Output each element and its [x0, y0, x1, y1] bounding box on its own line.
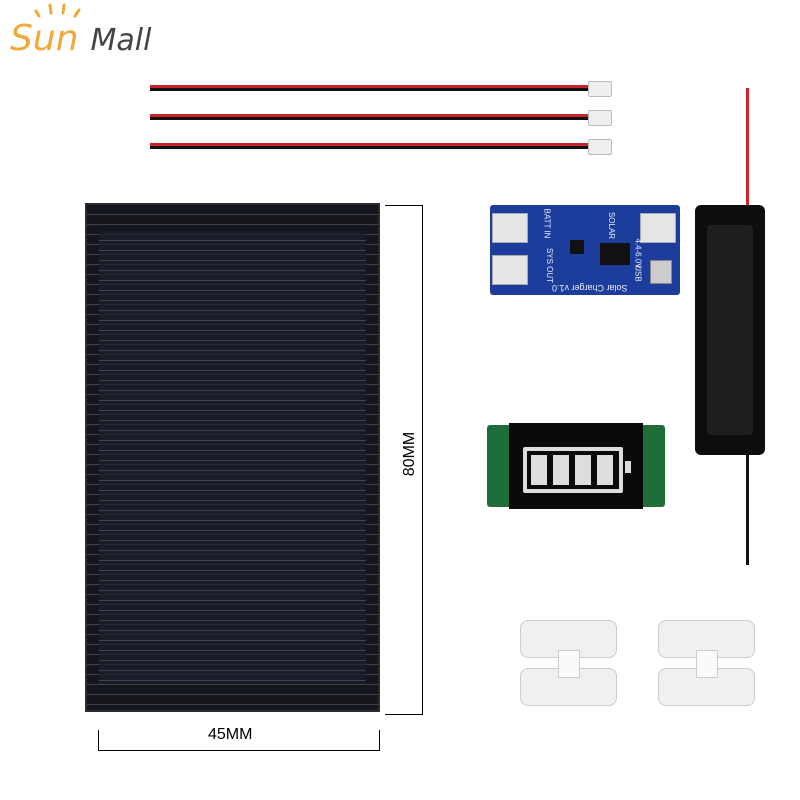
holder-red-wire	[746, 88, 749, 208]
battery-holder	[695, 205, 765, 455]
battery-level-indicator	[487, 423, 665, 509]
solar-label: SOLAR	[607, 211, 617, 240]
usb-label: USB	[633, 265, 643, 282]
dimension-tick	[385, 205, 423, 206]
batt-connector	[492, 213, 528, 243]
level-bar	[597, 455, 613, 485]
sun-rays-icon	[34, 3, 81, 18]
jst-connector-2	[588, 110, 612, 126]
jst-wire-2	[150, 114, 590, 120]
width-dimension-line	[98, 750, 380, 751]
brand-logo: Sun Mall	[10, 18, 151, 59]
height-dimension-line	[422, 205, 423, 715]
board-title: Solar Charger v1.0	[552, 283, 628, 293]
wire-clip-2	[658, 620, 755, 706]
indicator-display	[509, 423, 643, 509]
dimension-tick	[385, 714, 423, 715]
diodes	[600, 243, 630, 265]
batt-label: BATT IN	[542, 208, 552, 239]
wire-clip-1	[520, 620, 617, 706]
logo-mall-text: Mall	[90, 23, 152, 58]
jst-wire-3	[150, 143, 590, 149]
level-bar	[575, 455, 591, 485]
voltage-label: 4.4-6.0V	[633, 238, 643, 269]
battery-icon	[523, 447, 631, 493]
height-label: 80MM	[401, 431, 419, 477]
usb-port	[650, 260, 672, 284]
charger-chip	[570, 240, 584, 254]
out-label: SYS OUT	[545, 247, 555, 284]
width-label: 45MM	[208, 726, 253, 743]
jst-connector-1	[588, 81, 612, 97]
dimension-tick	[379, 730, 380, 751]
dimension-tick	[98, 730, 99, 751]
level-bar	[553, 455, 569, 485]
jst-wire-1	[150, 85, 590, 91]
solar-panel	[85, 203, 380, 712]
holder-black-wire	[746, 455, 749, 565]
solar-charger-board: Solar Charger v1.0 BATT IN SYS OUT SOLAR…	[490, 205, 680, 295]
solar-connector	[640, 213, 676, 243]
logo-sun-text: Sun	[10, 18, 79, 59]
jst-connector-3	[588, 139, 612, 155]
level-bar	[531, 455, 547, 485]
out-connector	[492, 255, 528, 285]
